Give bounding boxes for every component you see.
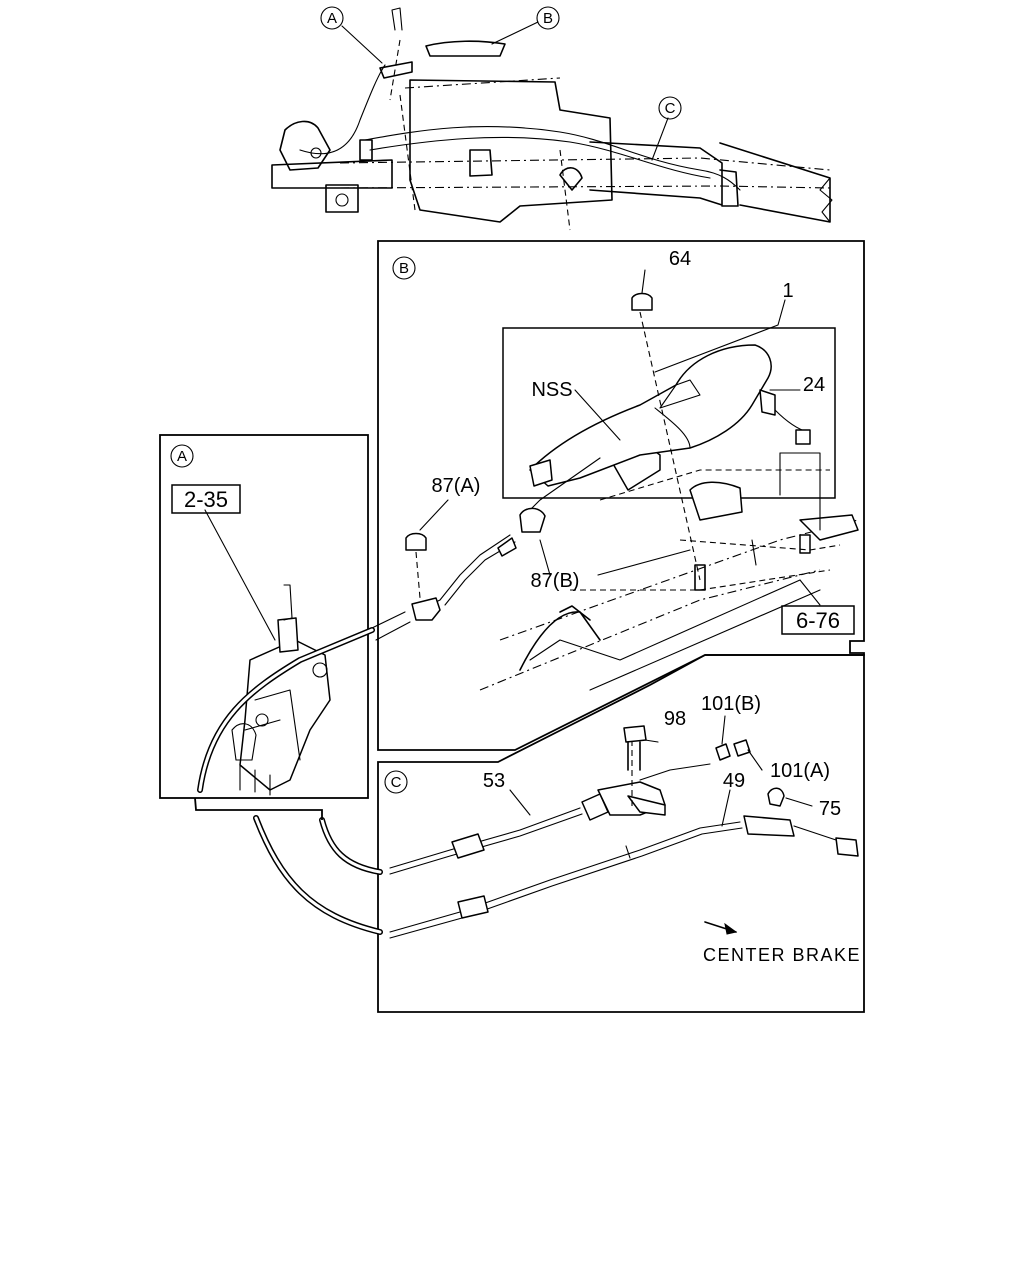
- part-87b: 87(B): [531, 570, 580, 592]
- panel-b: B: [371, 240, 865, 751]
- panel-b-label: B: [399, 260, 409, 277]
- callout-b-top: B: [543, 10, 553, 27]
- panel-c: C: [194, 627, 865, 1013]
- part-64: 64: [669, 248, 691, 270]
- center-brake-note: CENTER BRAKE: [703, 945, 861, 965]
- part-101b: 101(B): [701, 693, 761, 715]
- part-101a: 101(A): [770, 760, 830, 782]
- panel-c-label: C: [391, 774, 402, 791]
- part-87a: 87(A): [432, 475, 481, 497]
- part-98: 98: [664, 708, 686, 730]
- part-75: 75: [819, 798, 841, 820]
- nss-label: NSS: [531, 379, 572, 401]
- ref-6-76: 6-76: [796, 608, 840, 633]
- part-24: 24: [803, 374, 825, 396]
- labels: 2-35 6-76 64 1 24 NSS 87(A) 87(B) 98 101…: [171, 248, 861, 965]
- part-1: 1: [782, 280, 793, 302]
- callout-c-top: C: [665, 100, 676, 117]
- chassis-overview: [271, 7, 833, 231]
- panel-a: A: [159, 434, 369, 799]
- panel-a-label: A: [177, 448, 187, 465]
- ref-2-35: 2-35: [184, 487, 228, 512]
- callout-a-top: A: [327, 10, 337, 27]
- part-53: 53: [483, 770, 505, 792]
- top-callouts: A B C: [320, 6, 682, 161]
- part-49: 49: [723, 770, 745, 792]
